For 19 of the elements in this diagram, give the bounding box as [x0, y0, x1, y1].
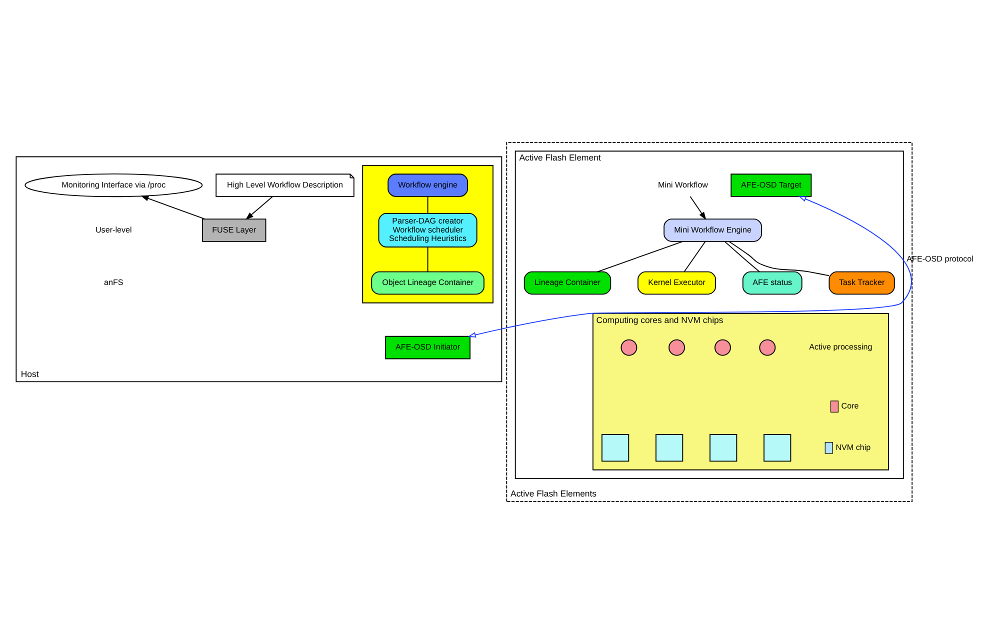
- arrow: [690, 196, 706, 220]
- connector: [427, 196, 428, 214]
- connector: [427, 246, 428, 272]
- node-box: [710, 434, 738, 462]
- node-box: [764, 434, 792, 462]
- connector: [728, 241, 830, 276]
- node-circle: [759, 339, 776, 356]
- node-box: [656, 434, 684, 462]
- cluster: [362, 164, 494, 304]
- arrow: [140, 196, 206, 220]
- node-circle: [714, 339, 731, 356]
- connector: [684, 241, 706, 272]
- arrow: [468, 196, 912, 338]
- connector: [596, 241, 684, 272]
- arrow: [245, 196, 274, 220]
- connector: [724, 241, 760, 272]
- node-circle: [668, 339, 685, 356]
- node-circle: [620, 339, 638, 356]
- node-box: [602, 434, 630, 462]
